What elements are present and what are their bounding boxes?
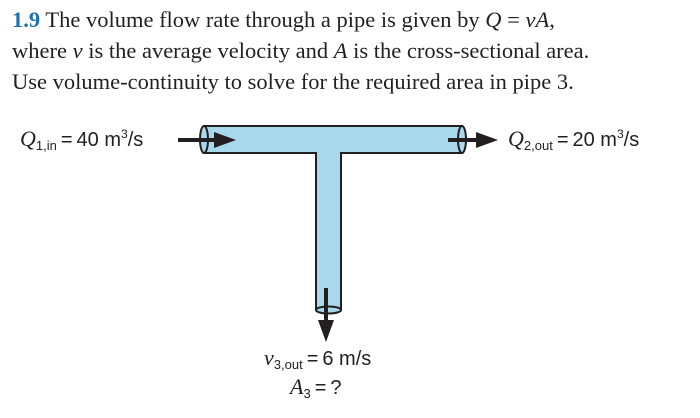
outlet-flow-label: Q2,out=20 m3/s <box>508 126 640 153</box>
inlet-flow-arrow <box>178 132 236 148</box>
branch-area-label: A3=? <box>290 374 342 401</box>
branch-pipe-end <box>315 305 342 315</box>
outlet-flow-arrow <box>448 132 498 148</box>
branch-velocity-label: v3,out=6 m/s <box>264 345 372 372</box>
problem-statement: 1.9 The volume flow rate through a pipe … <box>12 7 590 94</box>
problem-number: 1.9 <box>12 7 41 32</box>
inlet-flow-label: Q1,in=40 m3/s <box>20 126 144 153</box>
branch-flow-arrow <box>318 288 334 342</box>
pipe-body <box>203 125 463 311</box>
